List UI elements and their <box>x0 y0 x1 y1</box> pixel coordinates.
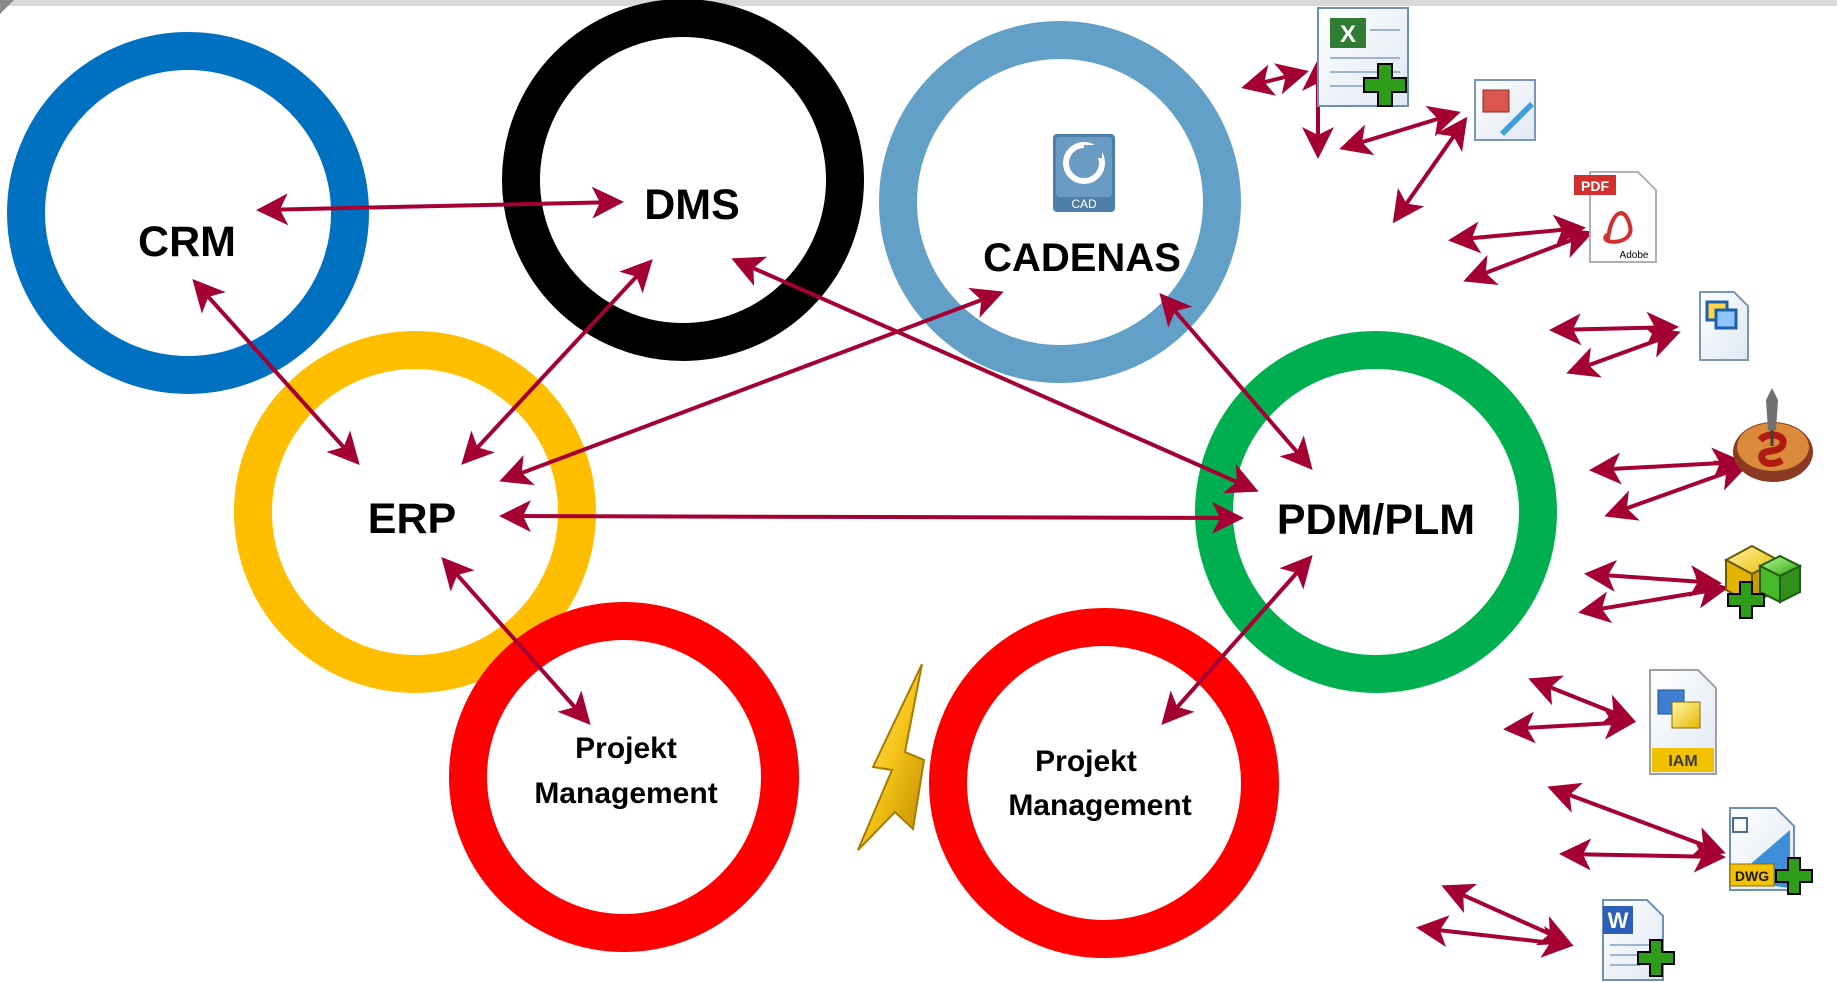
solidworks-icon <box>1733 388 1813 482</box>
arrow-dwg-b <box>1559 838 1726 873</box>
arrow-pdf-b <box>1463 228 1594 285</box>
arrow-solid-a <box>1589 447 1744 485</box>
pdf-icon: PDF Adobe <box>1574 171 1657 263</box>
image-file-icon <box>1474 79 1536 141</box>
pm-left-line2: Management <box>534 777 717 810</box>
iam-file-icon: IAM <box>1649 669 1717 775</box>
dms-label: DMS <box>644 181 740 229</box>
excel-icon: X <box>1317 7 1409 107</box>
pm-left-line1: Projekt <box>575 732 677 765</box>
pm-right-line1: Projekt <box>1035 745 1137 778</box>
arrow-iam-a <box>1528 675 1636 725</box>
arrow-erp-pdm <box>499 500 1244 534</box>
arrow-pdm-pm <box>1161 555 1313 725</box>
pdm-label: PDM/PLM <box>1277 496 1475 544</box>
arrow-img-b <box>1392 116 1468 224</box>
cadenas-label: CADENAS <box>983 236 1181 280</box>
dms-ring <box>502 0 864 361</box>
top-border <box>0 0 1837 6</box>
crm-ring <box>7 32 369 394</box>
arrow-copy-a <box>1549 311 1679 346</box>
dwg-file-icon: DWG <box>1729 807 1813 895</box>
crm-label: CRM <box>138 218 236 266</box>
pm-right-line2: Management <box>1008 789 1191 822</box>
arrow-excel-a <box>1241 63 1309 96</box>
word-icon: W <box>1602 899 1675 981</box>
arrow-cube-b <box>1578 576 1729 624</box>
adobe-text: Adobe <box>1620 250 1649 261</box>
arrow-dwg-a <box>1547 782 1726 858</box>
arrow-solid-b <box>1604 460 1749 521</box>
arrow-copy-b <box>1566 327 1681 378</box>
assembly-cube-icon <box>1723 544 1803 619</box>
system-labels: CRM DMS CADENAS ERP PDM/PLM Projekt Mana… <box>138 181 1475 822</box>
copy-file-icon <box>1699 291 1749 361</box>
arrow-cube-a <box>1584 559 1722 598</box>
pm-ring-right <box>929 608 1279 958</box>
arrow-pdf-a <box>1448 214 1586 254</box>
cad-logo-text: CAD <box>1071 197 1097 211</box>
rings <box>7 0 1557 958</box>
pdf-text: PDF <box>1581 178 1609 194</box>
arrow-erp-pm <box>441 557 591 725</box>
word-letter: W <box>1608 908 1629 933</box>
pm-ring-left <box>449 602 799 952</box>
arrow-img-a <box>1339 105 1461 156</box>
arrow-word-b <box>1416 915 1574 958</box>
arrow-crm-dms <box>256 186 624 226</box>
arrow-iam-b <box>1503 707 1636 744</box>
cadenas-logo-icon: CAD <box>1053 134 1115 212</box>
arrow-cadenas-pdm <box>1159 292 1313 471</box>
excel-letter: X <box>1340 21 1356 48</box>
iam-text: IAM <box>1668 753 1697 770</box>
erp-label: ERP <box>368 495 456 543</box>
arrow-crm-erp <box>192 279 360 465</box>
dwg-text: DWG <box>1735 868 1769 884</box>
connection-arrows <box>192 186 1313 725</box>
lightning-icon <box>857 663 926 851</box>
top-left-corner <box>0 0 14 14</box>
arrow-cadenas-erp <box>499 287 1004 486</box>
